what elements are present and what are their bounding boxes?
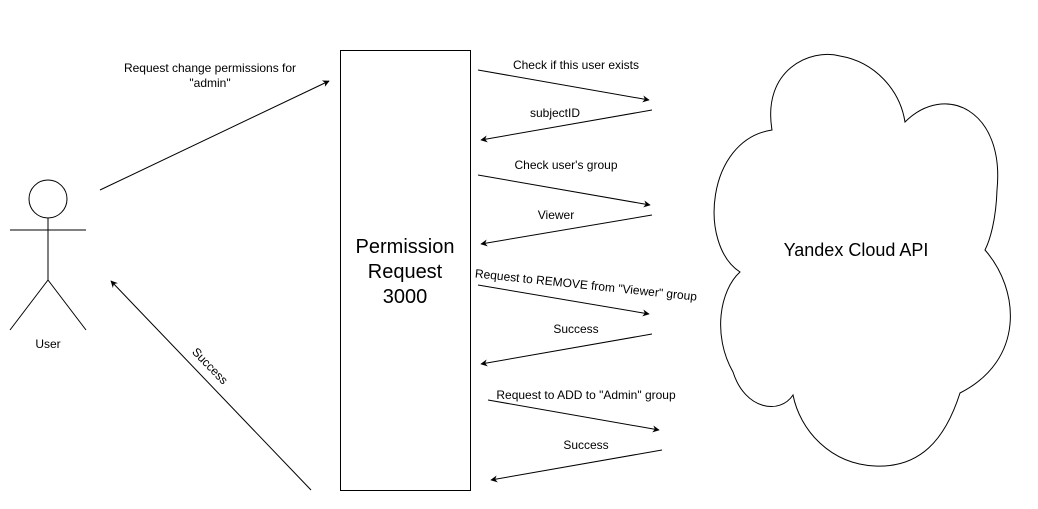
check-group-label: Check user's group <box>514 158 617 172</box>
remove-request-label: Request to REMOVE from "Viewer" group <box>474 266 698 303</box>
viewer-message: Viewer <box>480 208 653 247</box>
process-rect <box>340 50 471 491</box>
user-success-arrow <box>110 280 312 491</box>
yandex-cloud-api: Yandex Cloud API <box>713 53 1011 467</box>
remove-request-message: Request to REMOVE from "Viewer" group <box>474 266 698 317</box>
cloud-label: Yandex Cloud API <box>784 240 929 260</box>
actor-label: User <box>35 337 60 351</box>
check-user-arrow <box>477 69 650 103</box>
cloud-shape <box>713 53 1011 467</box>
add-request-arrow <box>487 399 660 433</box>
check-user-message: Check if this user exists <box>477 58 650 103</box>
add-request-label: Request to ADD to "Admin" group <box>496 388 676 402</box>
actor-head <box>28 179 68 219</box>
check-group-message: Check user's group <box>477 158 651 208</box>
add-success-label: Success <box>563 438 608 452</box>
permission-request-box: Permission Request 3000 <box>340 50 471 491</box>
actor-right-leg <box>47 279 87 331</box>
check-user-label: Check if this user exists <box>513 58 639 72</box>
remove-success-message: Success <box>480 322 653 367</box>
actor-left-leg <box>9 279 49 331</box>
viewer-label: Viewer <box>538 208 574 222</box>
user-request-arrow <box>99 80 330 191</box>
remove-success-arrow <box>480 333 653 367</box>
subject-id-arrow <box>480 109 653 143</box>
user-request-label-line-1: Request change permissions for <box>124 61 296 75</box>
add-success-arrow <box>490 449 663 483</box>
user-success-label: Success <box>189 345 231 387</box>
remove-request-arrow <box>477 284 650 317</box>
process-label-line-3: 3000 <box>383 286 428 308</box>
user-success-message: Success <box>110 280 312 491</box>
user-actor: User <box>9 179 87 351</box>
user-request-label-line-2: "admin" <box>189 76 230 90</box>
subject-id-message: subjectID <box>480 106 653 143</box>
viewer-arrow <box>480 214 653 247</box>
remove-success-label: Success <box>553 322 598 336</box>
process-label-line-1: Permission <box>356 236 455 258</box>
process-label-line-2: Request <box>368 261 443 283</box>
user-request-message: Request change permissions for "admin" <box>99 61 330 191</box>
check-group-arrow <box>477 174 651 208</box>
subject-id-label: subjectID <box>530 106 580 120</box>
add-success-message: Success <box>490 438 663 483</box>
add-request-message: Request to ADD to "Admin" group <box>487 388 676 433</box>
